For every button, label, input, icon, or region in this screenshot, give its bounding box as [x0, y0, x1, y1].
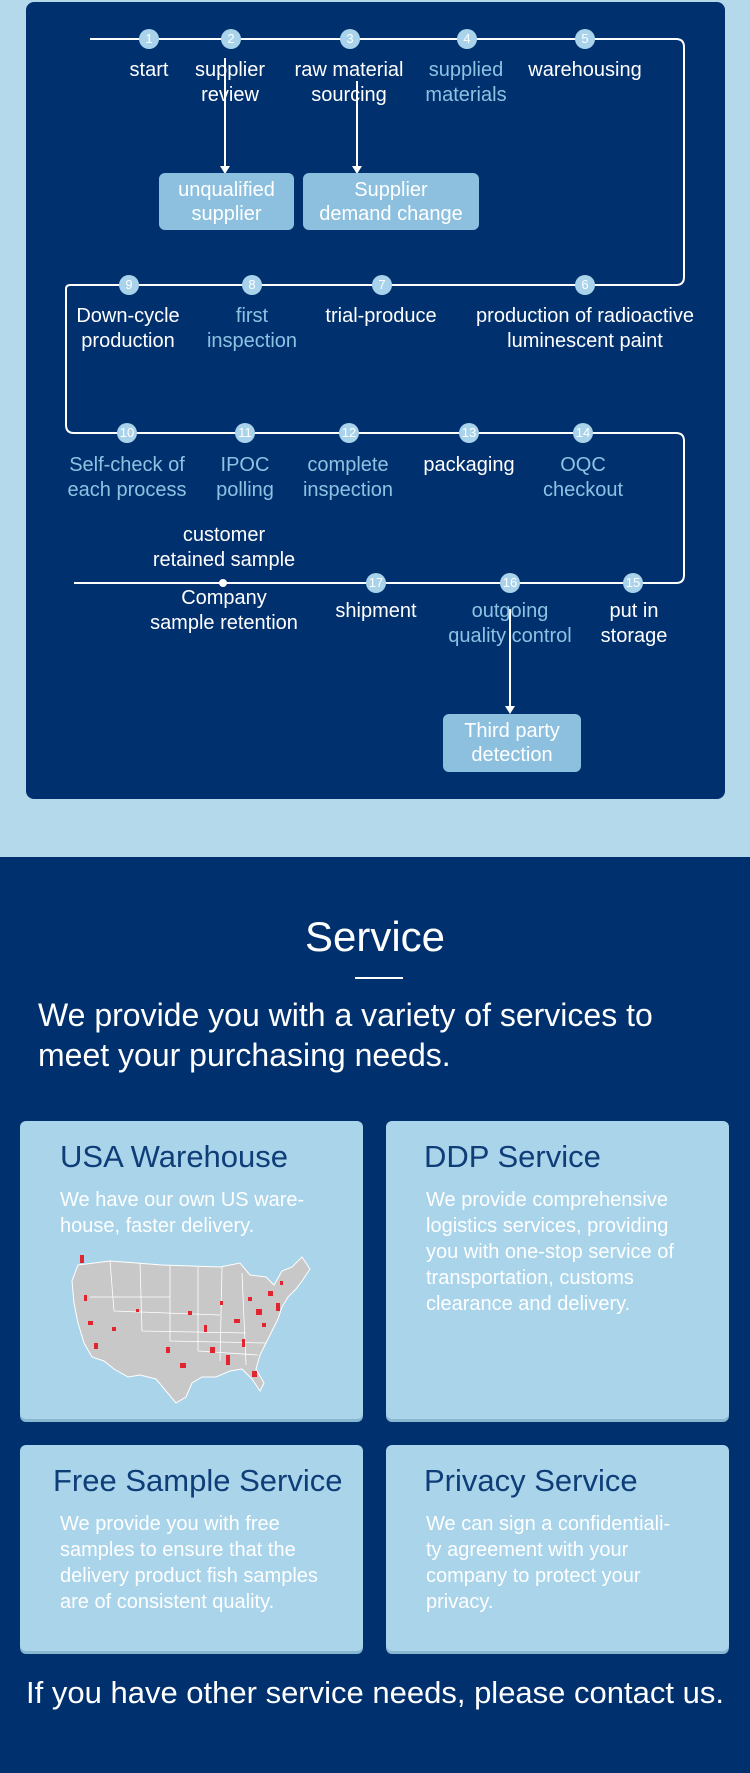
- card-text: We provide you with free samples to ensu…: [60, 1513, 318, 1613]
- step-label-self-check: Self-check of each process: [67, 454, 187, 501]
- step-number-10: 10: [117, 423, 137, 443]
- step-label-trial-produce: trial-produce: [325, 305, 437, 327]
- label-company-sample-retention: Company sample retention: [150, 587, 298, 634]
- step-number-7: 7: [372, 275, 392, 295]
- step-label-supplier-review: supplier review: [194, 59, 266, 106]
- card-title: Free Sample Service: [53, 1463, 343, 1498]
- box-unqualified-supplier: unqualified supplier: [159, 173, 294, 230]
- service-title: Service: [304, 913, 446, 960]
- step-number-13: 13: [459, 423, 479, 443]
- flow-main-path: [65, 38, 685, 584]
- service-subtitle: We provide you with a variety of service…: [38, 997, 653, 1073]
- arrow-head-change: [352, 166, 362, 174]
- label-customer-retained-sample: customer retained sample: [152, 524, 296, 571]
- card-ddp-service: DDP Service We provide comprehensive log…: [386, 1121, 729, 1419]
- box-supplier-demand-change: Supplier demand change: [303, 173, 479, 230]
- step-number-14: 14: [573, 423, 593, 443]
- step-number-15: 15: [623, 573, 643, 593]
- card-text: We have our own US ware- house, faster d…: [60, 1189, 305, 1237]
- card-title: DDP Service: [424, 1139, 601, 1174]
- step-label-first-inspection: first inspection: [206, 305, 298, 352]
- card-free-sample-service: Free Sample Service We provide you with …: [20, 1445, 363, 1651]
- step-number-1: 1: [139, 29, 159, 49]
- step-label-outgoing-quality-control: outgoing quality control: [448, 600, 572, 647]
- card-usa-warehouse: USA Warehouse We have our own US ware- h…: [20, 1121, 363, 1419]
- arrow-head-reject: [220, 166, 230, 174]
- card-text: We can sign a confidentiali- ty agreemen…: [426, 1513, 671, 1613]
- step-number-8: 8: [242, 275, 262, 295]
- card-title: USA Warehouse: [60, 1139, 289, 1174]
- title-divider: [355, 977, 403, 979]
- card-privacy-service: Privacy Service We can sign a confidenti…: [386, 1445, 729, 1651]
- step-number-5: 5: [575, 29, 595, 49]
- arrow-head-third-party: [505, 706, 515, 714]
- step-label-supplied-materials: supplied materials: [425, 59, 507, 106]
- step-label-ipoc-polling: IPOC polling: [216, 454, 274, 501]
- step-number-16: 16: [500, 573, 520, 593]
- box-third-party-detection: Third party detection: [443, 714, 581, 772]
- process-flow-panel: 1 start 2 supplier review 3 raw material…: [26, 2, 725, 799]
- step-label-down-cycle-production: Down-cycle production: [76, 305, 180, 352]
- step-number-12: 12: [339, 423, 359, 443]
- sample-retention-dot: [219, 579, 227, 587]
- card-title: Privacy Service: [424, 1463, 638, 1498]
- us-map-icon: [71, 1255, 311, 1404]
- step-label-put-in-storage: put in storage: [600, 600, 668, 647]
- step-number-17: 17: [366, 573, 386, 593]
- flow-connector-lines: [65, 38, 685, 714]
- step-label-raw-material-sourcing: raw material sourcing: [294, 59, 404, 106]
- step-label-shipment: shipment: [335, 600, 417, 622]
- service-section: Service We provide you with a variety of…: [0, 857, 750, 1773]
- step-label-packaging: packaging: [423, 454, 515, 476]
- service-footer: If you have other service needs, please …: [26, 1675, 724, 1710]
- step-number-6: 6: [575, 275, 595, 295]
- step-label-start: start: [129, 59, 169, 81]
- step-label-radioactive-paint: production of radioactive luminescent pa…: [476, 305, 694, 352]
- step-number-11: 11: [235, 423, 255, 443]
- step-label-oqc-checkout: OQC checkout: [542, 454, 624, 501]
- step-number-3: 3: [340, 29, 360, 49]
- step-number-2: 2: [221, 29, 241, 49]
- step-label-complete-inspection: complete inspection: [302, 454, 394, 501]
- step-number-9: 9: [119, 275, 139, 295]
- step-label-warehousing: warehousing: [528, 59, 642, 81]
- step-number-4: 4: [457, 29, 477, 49]
- card-text: We provide comprehensive logistics servi…: [426, 1189, 674, 1315]
